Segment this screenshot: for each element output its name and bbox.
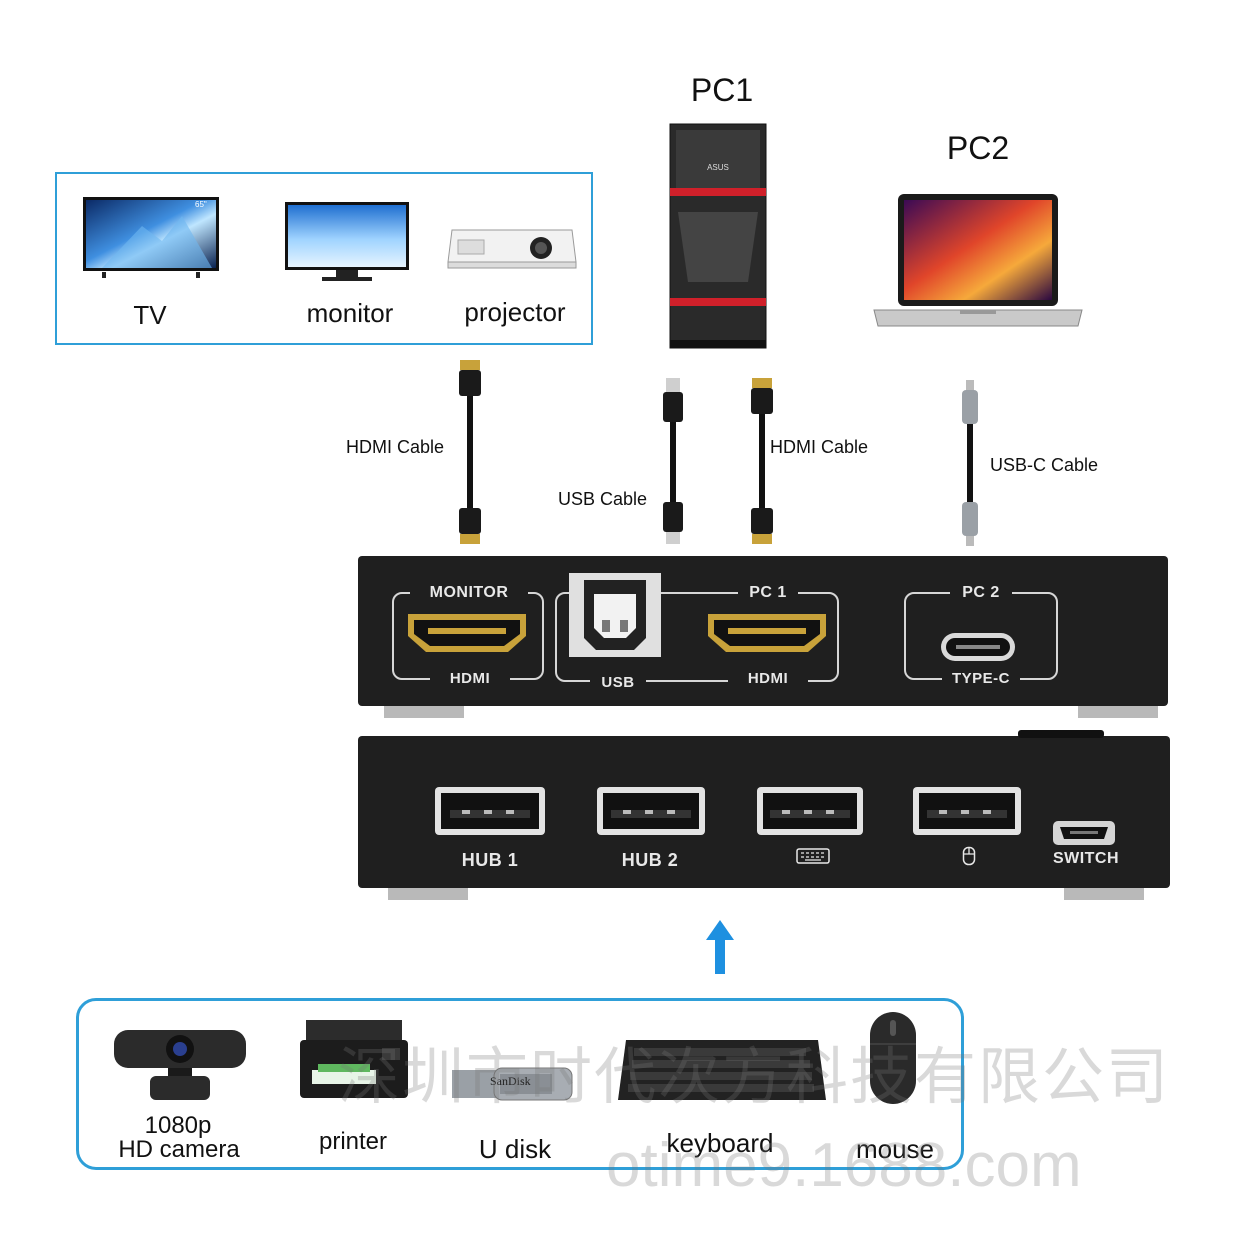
mouse-image bbox=[866, 1010, 920, 1106]
monitor-port-title: MONITOR bbox=[410, 584, 528, 602]
peripheral-devices-box bbox=[76, 998, 964, 1170]
back-panel-foot-left bbox=[388, 888, 468, 900]
pc1-port-title: PC 1 bbox=[738, 584, 798, 602]
hub1-usb-port[interactable] bbox=[434, 786, 546, 836]
hub1-label: HUB 1 bbox=[461, 850, 519, 870]
pc1-hdmi-port[interactable] bbox=[704, 610, 830, 656]
hdmi-cable-pc1-label: HDMI Cable bbox=[770, 437, 869, 457]
usb-cable-pc1 bbox=[660, 376, 686, 548]
usb-cable-pc1-label: USB Cable bbox=[558, 489, 648, 509]
up-arrow-icon bbox=[704, 918, 736, 976]
hd-camera-image bbox=[110, 1024, 250, 1104]
keyboard-image bbox=[616, 1036, 828, 1106]
camera-label-line1: 1080p bbox=[144, 1112, 212, 1139]
pc2-port-title: PC 2 bbox=[950, 584, 1012, 602]
udisk-label: U disk bbox=[478, 1134, 552, 1164]
projector-image bbox=[446, 222, 578, 272]
monitor-port-type: HDMI bbox=[430, 670, 510, 687]
tv-size-badge: 65" bbox=[195, 200, 207, 209]
pc2-typec-port[interactable] bbox=[940, 632, 1016, 662]
hub2-label: HUB 2 bbox=[621, 850, 679, 870]
camera-label-line2: HD camera bbox=[118, 1136, 240, 1163]
pc1-port-frame bbox=[555, 592, 839, 682]
monitor-label: monitor bbox=[306, 298, 394, 328]
hdmi-cable-display-label: HDMI Cable bbox=[346, 437, 445, 457]
mouse-usb-port[interactable] bbox=[912, 786, 1022, 836]
hdmi-cable-display bbox=[456, 358, 484, 548]
switch-micro-usb-port[interactable] bbox=[1052, 820, 1116, 846]
u-disk-brand: SanDisk bbox=[490, 1074, 531, 1088]
printer-image bbox=[298, 1012, 410, 1108]
switch-button-top[interactable] bbox=[1018, 730, 1104, 738]
monitor-image bbox=[284, 201, 410, 283]
usb-port-label: USB bbox=[590, 674, 646, 691]
keyboard-icon bbox=[796, 848, 830, 864]
pc2-laptop-image bbox=[870, 192, 1086, 338]
keyboard-label: keyboard bbox=[666, 1128, 774, 1158]
monitor-hdmi-port[interactable] bbox=[404, 610, 530, 656]
watermark-url: otime9.1688.com bbox=[606, 1131, 1082, 1200]
keyboard-usb-port[interactable] bbox=[756, 786, 864, 836]
printer-label: printer bbox=[318, 1128, 388, 1155]
usb-b-port[interactable] bbox=[568, 572, 662, 658]
pc2-port-type: TYPE-C bbox=[942, 670, 1020, 687]
front-panel-foot-left bbox=[384, 706, 464, 718]
back-panel-foot-right bbox=[1064, 888, 1144, 900]
front-panel-foot-right bbox=[1078, 706, 1158, 718]
hub2-usb-port[interactable] bbox=[596, 786, 706, 836]
pc1-label: PC1 bbox=[690, 72, 754, 108]
hdmi-cable-pc1 bbox=[748, 376, 776, 548]
pc2-label: PC2 bbox=[946, 130, 1010, 166]
mouse-icon bbox=[962, 846, 976, 866]
display-devices-box bbox=[55, 172, 593, 345]
switch-label: SWITCH bbox=[1052, 850, 1120, 867]
projector-label: projector bbox=[464, 297, 566, 327]
usbc-cable-pc2 bbox=[958, 378, 982, 548]
tv-image: 65" bbox=[82, 196, 220, 280]
tv-label: TV bbox=[133, 300, 167, 330]
svg-text:ASUS: ASUS bbox=[707, 163, 729, 172]
usbc-cable-pc2-label: USB-C Cable bbox=[990, 455, 1099, 475]
mouse-label: mouse bbox=[855, 1134, 935, 1164]
pc1-tower-image: ASUS bbox=[668, 122, 768, 350]
pc1-port-type: HDMI bbox=[728, 670, 808, 687]
watermark-company: 深圳市时代次方科技有限公司 bbox=[338, 1040, 1171, 1113]
u-disk-image: SanDisk bbox=[450, 1064, 576, 1104]
